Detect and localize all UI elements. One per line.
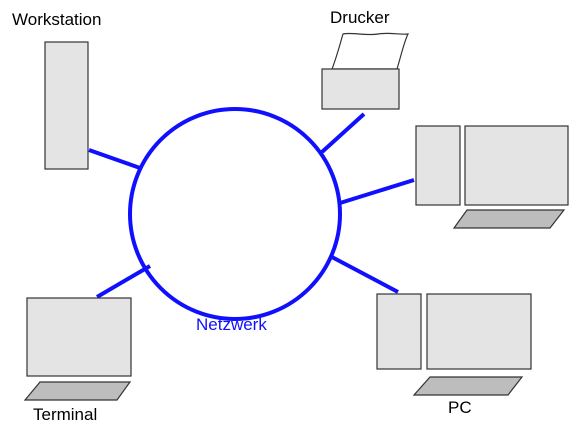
terminal <box>23 297 132 401</box>
link-pc-right <box>339 178 415 205</box>
pc-right-keyboard <box>452 209 566 229</box>
pc-bottom-tower <box>376 293 422 370</box>
drucker-label: Drucker <box>330 8 390 27</box>
link-drucker <box>320 112 366 154</box>
terminal-label: Terminal <box>33 405 98 424</box>
workstation-label: Workstation <box>12 10 102 29</box>
pc-right <box>415 125 569 229</box>
terminal-keyboard <box>23 381 132 401</box>
pc-bottom <box>376 293 532 396</box>
netzwerk-label: Netzwerk <box>196 315 267 334</box>
link-workstation <box>88 148 141 170</box>
link-terminal <box>95 264 152 299</box>
link-pc-bottom <box>329 254 399 294</box>
pc-right-monitor <box>464 125 569 206</box>
network-ring <box>128 107 342 321</box>
workstation-tower <box>44 41 89 170</box>
pc-bottom-keyboard <box>412 376 524 396</box>
drucker-printer <box>321 32 410 110</box>
pc-right-tower <box>415 125 461 206</box>
printer-body <box>321 68 400 110</box>
pc-label: PC <box>448 398 472 417</box>
terminal-monitor <box>26 297 132 377</box>
pc-bottom-monitor <box>426 293 532 370</box>
printer-paper <box>331 32 410 70</box>
